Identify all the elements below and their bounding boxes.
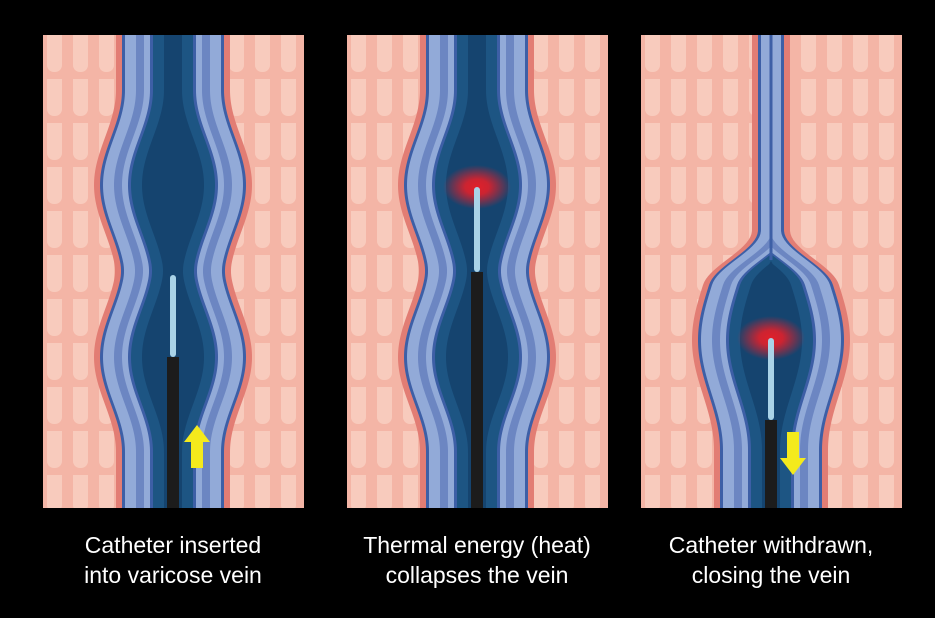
caption-line: closing the vein (691, 562, 851, 588)
arrow-up-icon (184, 425, 210, 468)
arrow-down-icon (780, 432, 806, 475)
catheter (471, 272, 483, 508)
catheter (765, 420, 777, 508)
panel-catheter-withdrawn (641, 35, 902, 508)
panel-thermal-energy (347, 35, 608, 508)
caption-line: into varicose vein (84, 562, 262, 588)
caption-catheter-withdrawn: Catheter withdrawn, closing the vein (611, 530, 931, 590)
catheter (167, 357, 179, 508)
fiber (768, 338, 774, 420)
vein-layer (142, 35, 204, 508)
caption-line: Thermal energy (heat) (363, 532, 591, 558)
vein-layer (740, 35, 802, 508)
caption-line: Catheter withdrawn, (668, 532, 874, 558)
caption-line: Catheter inserted (84, 532, 262, 558)
fiber (170, 275, 176, 357)
caption-thermal-energy: Thermal energy (heat) collapses the vein (317, 530, 637, 590)
caption-catheter-inserted: Catheter inserted into varicose vein (13, 530, 333, 590)
caption-line: collapses the vein (385, 562, 569, 588)
fiber (474, 187, 480, 272)
panel-catheter-inserted (43, 35, 304, 508)
